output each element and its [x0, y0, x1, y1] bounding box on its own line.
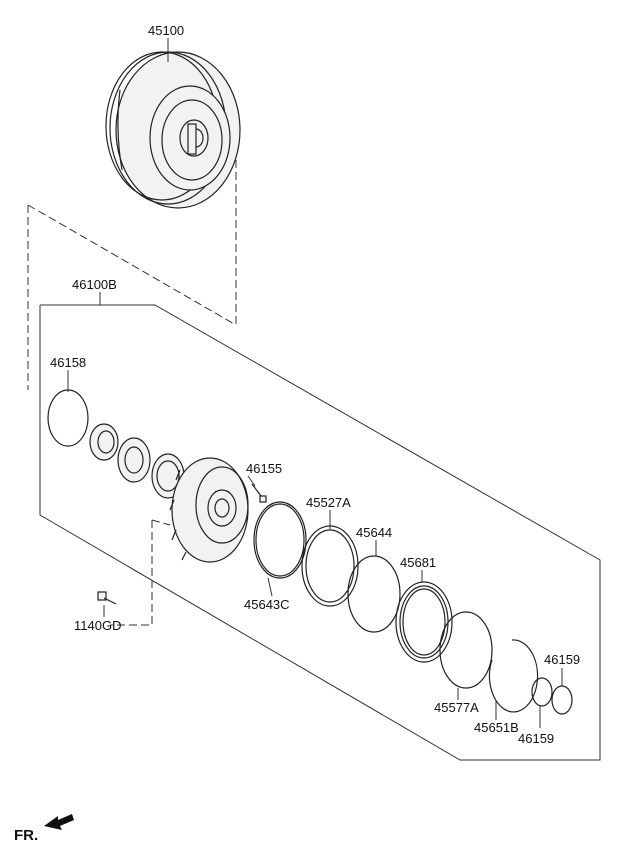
callout-46158: 46158 [50, 355, 86, 370]
oil-seal[interactable] [89, 423, 119, 461]
inner-gear[interactable] [117, 437, 151, 483]
callout-45577A: 45577A [434, 700, 479, 715]
bolt-46155[interactable] [251, 483, 267, 503]
ring-45644[interactable] [347, 555, 401, 633]
callout-45100: 45100 [148, 23, 184, 38]
ring-45527A[interactable] [301, 525, 359, 607]
callout-45644: 45644 [356, 525, 392, 540]
torque-converter[interactable] [105, 51, 241, 209]
snap-ring-45651B[interactable] [488, 639, 539, 713]
ring-45577A[interactable] [439, 611, 493, 689]
callout-45651B: 45651B [474, 720, 519, 735]
callout-46159-bottom: 46159 [518, 731, 554, 746]
o-ring-46158[interactable] [47, 389, 89, 447]
callout-45527A: 45527A [306, 495, 351, 510]
ring-46159-b[interactable] [551, 685, 573, 715]
oil-pump-housing[interactable] [169, 457, 249, 563]
assembly-outline [39, 304, 601, 761]
callout-45681: 45681 [400, 555, 436, 570]
ring-46159-a[interactable] [531, 677, 553, 707]
callout-46100B: 46100B [72, 277, 117, 292]
ring-45681[interactable] [395, 581, 453, 663]
front-arrow-icon [44, 814, 74, 830]
bolt-1140GD[interactable] [97, 591, 117, 605]
callout-46159-top: 46159 [544, 652, 580, 667]
callout-45643C: 45643C [244, 597, 290, 612]
callout-1140GD: 1140GD [74, 618, 121, 633]
ring-45643C[interactable] [253, 501, 307, 579]
callout-46155: 46155 [246, 461, 282, 476]
front-direction-label: FR. [14, 827, 38, 844]
